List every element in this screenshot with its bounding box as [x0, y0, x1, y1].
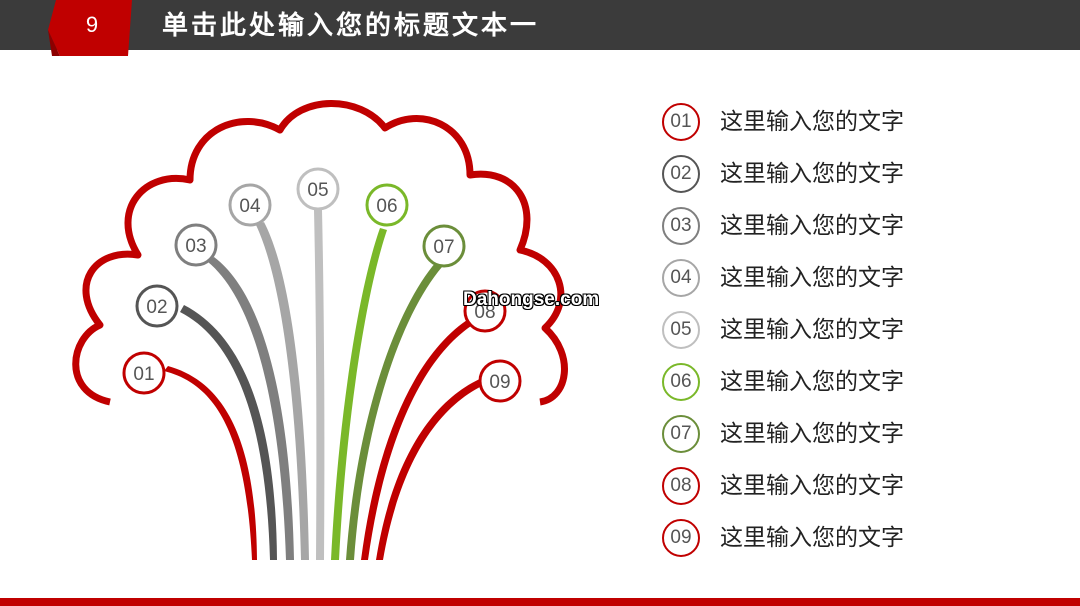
- branch-06: [331, 228, 387, 560]
- list-number-badge: 05: [662, 311, 700, 349]
- branch-07: [346, 262, 442, 560]
- list-item-text[interactable]: 这里输入您的文字: [720, 265, 904, 291]
- footer-bar: [0, 598, 1080, 606]
- branch-09: [376, 378, 486, 560]
- node-05: 05: [296, 167, 340, 211]
- slide-number: 9: [85, 12, 99, 37]
- branch-04: [256, 222, 309, 560]
- list-item[interactable]: 04 这里输入您的文字: [662, 259, 1062, 303]
- list-item[interactable]: 05 这里输入您的文字: [662, 311, 1062, 355]
- list-number-badge: 08: [662, 467, 700, 505]
- node-08-label: 08: [474, 302, 495, 323]
- list-item-text[interactable]: 这里输入您的文字: [720, 213, 904, 239]
- list-item[interactable]: 07 这里输入您的文字: [662, 415, 1062, 459]
- list-item-text[interactable]: 这里输入您的文字: [720, 369, 904, 395]
- node-09-label: 09: [489, 372, 510, 393]
- list-item[interactable]: 01 这里输入您的文字: [662, 103, 1062, 147]
- cloud-outline: [72, 100, 568, 406]
- list-item[interactable]: 09 这里输入您的文字: [662, 519, 1062, 563]
- list-number-badge: 02: [662, 155, 700, 193]
- list-number-badge: 07: [662, 415, 700, 453]
- list-item[interactable]: 03 这里输入您的文字: [662, 207, 1062, 251]
- node-05-label: 05: [307, 180, 328, 201]
- node-03: 03: [174, 223, 218, 267]
- slide-title[interactable]: 单击此处输入您的标题文本一: [162, 11, 540, 41]
- node-07-label: 07: [433, 237, 454, 258]
- list-number-badge: 06: [662, 363, 700, 401]
- node-06: 06: [365, 183, 409, 227]
- list-number-badge: 03: [662, 207, 700, 245]
- list-item[interactable]: 06 这里输入您的文字: [662, 363, 1062, 407]
- branch-05: [314, 210, 325, 560]
- node-04: 04: [228, 183, 272, 227]
- slide-number-badge: 9: [48, 0, 136, 56]
- list-number-badge: 09: [662, 519, 700, 557]
- node-02: 02: [135, 284, 179, 328]
- branch-03: [208, 257, 294, 560]
- list-item-text[interactable]: 这里输入您的文字: [720, 421, 904, 447]
- node-01-label: 01: [133, 364, 154, 385]
- list-item-text[interactable]: 这里输入您的文字: [720, 161, 904, 187]
- node-09: 09: [478, 359, 522, 403]
- node-03-label: 03: [185, 236, 206, 257]
- node-08: 08: [463, 289, 507, 333]
- list-number-badge: 01: [662, 103, 700, 141]
- ribbon-shape: [48, 0, 132, 56]
- tree-diagram: 01 02 03 04 05 06 07 08 09: [72, 100, 568, 560]
- list-item-text[interactable]: 这里输入您的文字: [720, 317, 904, 343]
- node-04-label: 04: [239, 196, 261, 217]
- list-item[interactable]: 08 这里输入您的文字: [662, 467, 1062, 511]
- list-item-text[interactable]: 这里输入您的文字: [720, 109, 904, 135]
- node-07: 07: [422, 224, 466, 268]
- node-01: 01: [122, 351, 166, 395]
- watermark-text: Dahongse.com: [463, 289, 600, 310]
- header-bar: 9 单击此处输入您的标题文本一: [0, 0, 1080, 56]
- list-item[interactable]: 02 这里输入您的文字: [662, 155, 1062, 199]
- branch-01: [164, 366, 257, 560]
- node-06-label: 06: [376, 196, 397, 217]
- branch-02: [180, 305, 277, 560]
- node-02-label: 02: [146, 297, 167, 318]
- list-item-text[interactable]: 这里输入您的文字: [720, 473, 904, 499]
- list-number-badge: 04: [662, 259, 700, 297]
- list-item-text[interactable]: 这里输入您的文字: [720, 525, 904, 551]
